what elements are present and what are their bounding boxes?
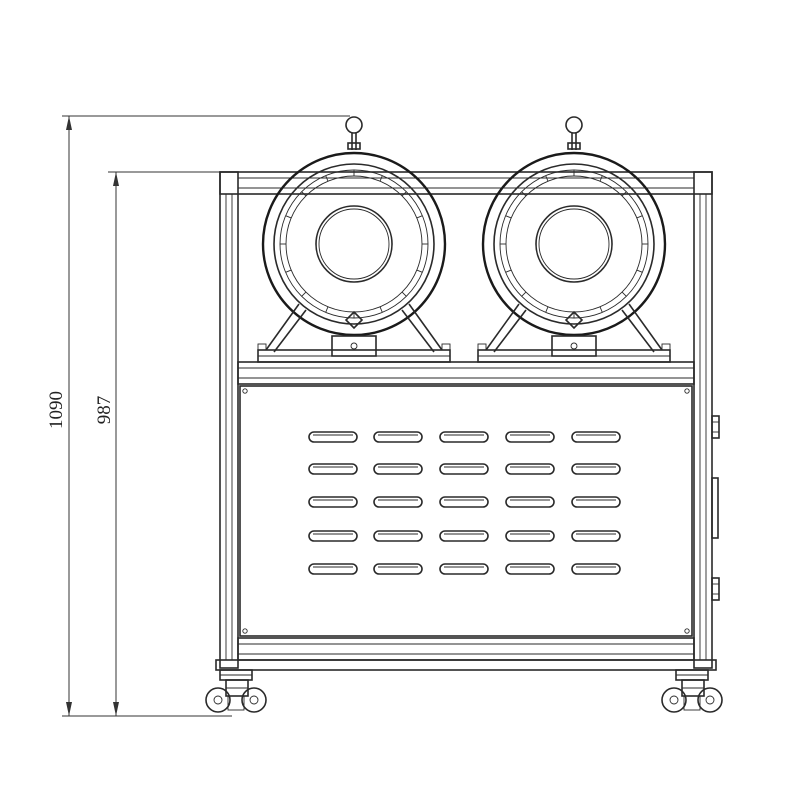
- drum-opening: [315, 205, 393, 283]
- vent-slot: [308, 496, 358, 508]
- caster-wheel: [661, 687, 687, 713]
- side-hardware: [711, 415, 720, 601]
- vent-slot: [571, 496, 621, 508]
- vent-slot: [373, 431, 423, 443]
- vent-slot: [571, 563, 621, 575]
- lower-panel: [239, 385, 693, 637]
- vent-slots: [308, 431, 621, 575]
- overall-height-dimension: 1090: [46, 115, 350, 717]
- vent-slot: [439, 463, 489, 475]
- vent-slot: [505, 530, 555, 542]
- drum-housing: [261, 151, 447, 337]
- vent-slot: [373, 463, 423, 475]
- drum-opening: [535, 205, 613, 283]
- caster-right: [661, 669, 723, 713]
- vent-slot: [505, 496, 555, 508]
- vent-slot: [571, 463, 621, 475]
- vent-slot: [373, 563, 423, 575]
- vent-slot: [308, 530, 358, 542]
- gauge-knob: [565, 116, 583, 134]
- caster-left: [205, 669, 267, 713]
- vent-slot: [505, 463, 555, 475]
- vent-slot: [505, 431, 555, 443]
- frame-height-dimension: 987: [94, 171, 220, 717]
- vent-slot: [308, 463, 358, 475]
- drum-housing: [481, 151, 667, 337]
- caster-wheel: [205, 687, 231, 713]
- overall-height-label: 1090: [46, 391, 67, 429]
- vent-slot: [505, 563, 555, 575]
- diamond-marker: [344, 310, 364, 330]
- center-bracket: [331, 335, 377, 357]
- vent-slot: [439, 530, 489, 542]
- vent-slot: [308, 563, 358, 575]
- diamond-marker: [564, 310, 584, 330]
- vent-slot: [439, 431, 489, 443]
- vent-slot: [571, 530, 621, 542]
- vent-slot: [373, 530, 423, 542]
- frame-height-label: 987: [94, 396, 115, 425]
- vent-slot: [439, 563, 489, 575]
- drum-right: [477, 116, 671, 363]
- gauge-knob: [345, 116, 363, 134]
- vent-slot: [571, 431, 621, 443]
- vent-slot: [439, 496, 489, 508]
- vent-slot: [308, 431, 358, 443]
- vent-slot: [373, 496, 423, 508]
- center-bracket: [551, 335, 597, 357]
- frame: [215, 171, 717, 671]
- drum-left: [257, 116, 451, 363]
